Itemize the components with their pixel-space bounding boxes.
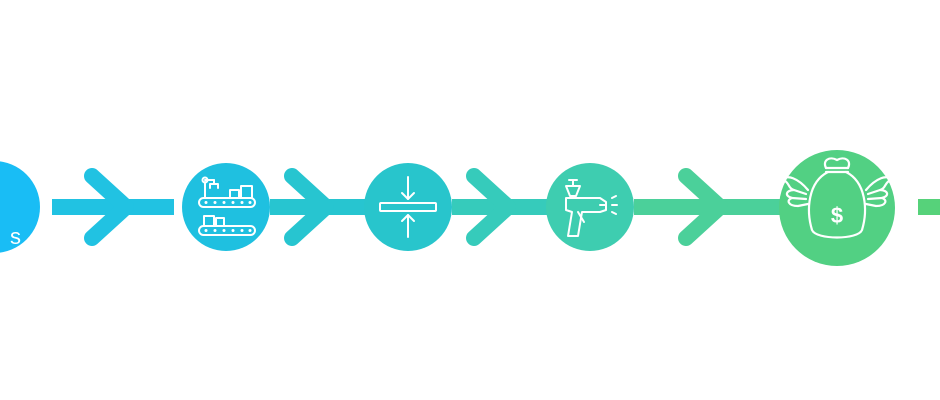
money-bag-wings-icon: $ — [782, 157, 892, 239]
chevron-right-icon — [284, 168, 334, 246]
robot-arm-conveyor-icon — [198, 176, 256, 236]
connector-arrow-5 — [918, 199, 940, 215]
connector-arrow-3 — [452, 168, 548, 246]
start-node-letter-1: s — [10, 224, 21, 249]
step-circle-3 — [546, 163, 634, 251]
connector-line-1 — [52, 199, 174, 215]
connector-arrow-4 — [634, 168, 782, 246]
step-node-4: $ — [779, 150, 895, 266]
spray-paint-gun-icon — [565, 179, 618, 237]
connector-arrow-2 — [270, 168, 366, 246]
start-node-letter-2: s — [12, 250, 23, 275]
compression-press-icon — [379, 176, 437, 238]
chevron-right-icon — [466, 168, 516, 246]
start-node: s s — [0, 161, 40, 275]
step-node-1 — [182, 163, 270, 251]
connector-line-4 — [634, 199, 782, 215]
step-circle-4 — [779, 150, 895, 266]
connector-arrow-1 — [52, 168, 174, 246]
connector-line-5 — [918, 199, 940, 215]
step-circle-2 — [364, 163, 452, 251]
start-node-circle — [0, 161, 40, 253]
chevron-right-icon — [84, 168, 134, 246]
step-node-3 — [546, 163, 634, 251]
svg-text:$: $ — [831, 203, 843, 228]
step-node-2 — [364, 163, 452, 251]
chevron-right-icon — [678, 168, 728, 246]
